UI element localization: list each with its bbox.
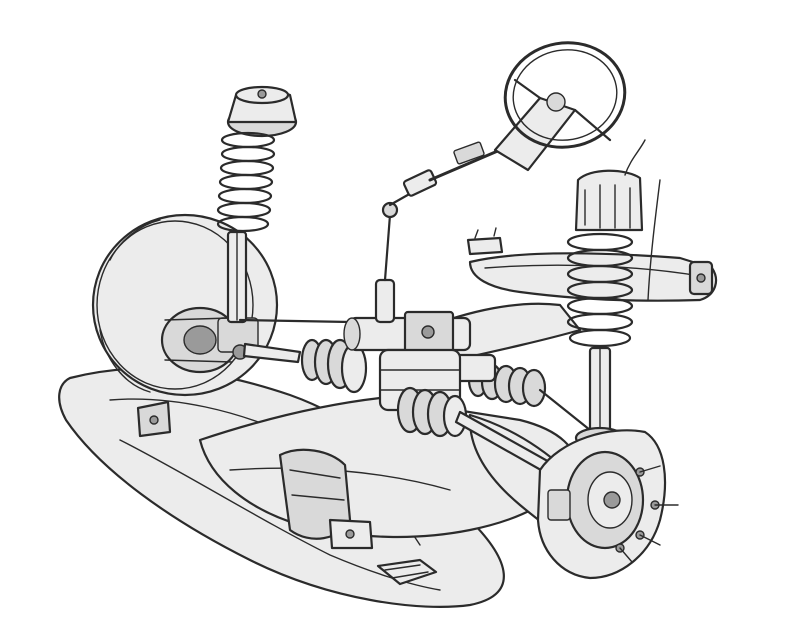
mounting-bracket-front xyxy=(376,558,438,586)
steering-column xyxy=(381,96,577,282)
mounting-bracket-left xyxy=(136,400,172,438)
left-tie-rod xyxy=(238,318,352,324)
right-hub-assembly xyxy=(536,429,679,580)
right-strut xyxy=(566,139,661,450)
left-driveshaft xyxy=(242,338,368,394)
left-cv-boot xyxy=(300,338,368,394)
transmission-housing xyxy=(378,348,468,438)
right-coil-spring xyxy=(566,232,634,348)
mounting-bracket-right xyxy=(688,260,714,296)
wheel-studs xyxy=(615,465,679,563)
right-cv-boot xyxy=(396,386,468,438)
steering-wheel xyxy=(503,41,627,149)
left-coil-spring xyxy=(216,131,276,233)
left-strut xyxy=(216,85,298,324)
mounting-bracket-upper xyxy=(466,227,504,256)
steering-rack xyxy=(343,278,547,408)
right-tie-rod xyxy=(538,388,592,432)
engine-mount xyxy=(278,448,374,550)
